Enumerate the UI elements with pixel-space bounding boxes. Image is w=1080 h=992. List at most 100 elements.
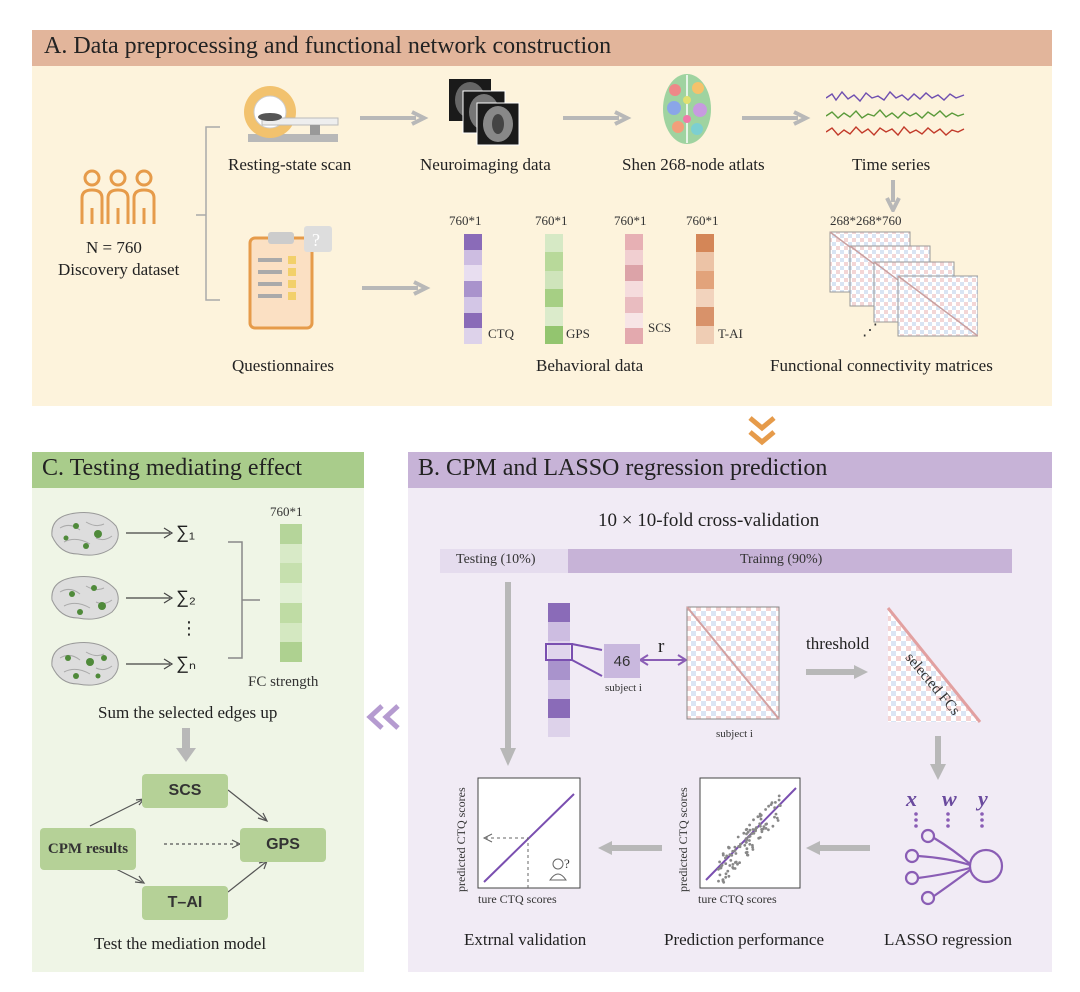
vec-gps: [545, 234, 563, 344]
scatter-point: [745, 847, 749, 851]
training-label: Trainng (90%): [740, 552, 823, 567]
scatter-point: [759, 813, 763, 817]
scatter-point: [748, 839, 751, 842]
scatter-point: [746, 830, 750, 834]
scatter-point: [724, 856, 727, 860]
scatter-point: [727, 845, 730, 849]
scatter-point: [718, 866, 722, 870]
testing-bar: [440, 549, 568, 573]
scatter-point: [739, 842, 742, 846]
scatter-point: [736, 835, 740, 839]
subject-label-1: subject i: [605, 682, 642, 694]
r-arrow: [640, 654, 688, 666]
test-mediation-label: Test the mediation model: [94, 934, 267, 953]
cpm-results-box: CPM results: [40, 828, 136, 870]
gps-box: GPS: [240, 828, 326, 862]
zoom-triangle: [545, 643, 603, 677]
arrow-testing-down: [500, 582, 516, 766]
scatter-point: [731, 866, 735, 869]
scatter-point: [748, 834, 752, 838]
scatter-point: [733, 861, 737, 864]
lasso-w: w: [942, 786, 957, 811]
vec-tai-name: T-AI: [718, 326, 743, 341]
fc-matrix-stack: [829, 231, 978, 337]
lasso-x: x: [906, 786, 917, 811]
scatter-point: [774, 801, 777, 804]
panel-c-header: [32, 452, 364, 488]
scatter-point: [776, 819, 780, 822]
scatter-point: [724, 875, 728, 879]
fc-strength-vector: [280, 524, 302, 663]
vec-tai-dims: 760*1: [686, 213, 719, 228]
sum-dots: ⋮: [180, 618, 198, 638]
atlas-brain-icon: [663, 74, 711, 144]
scatter-point: [742, 831, 746, 835]
mri-scanner-icon: [244, 86, 339, 142]
scatter-point: [726, 869, 730, 873]
arrow-fc-to-lasso: [930, 736, 946, 780]
scatter-point: [743, 843, 747, 847]
vec-gps-dims: 760*1: [535, 213, 568, 228]
scatter-point: [745, 850, 749, 854]
vec-ctq: [464, 234, 482, 345]
panel-b-header: [408, 452, 1052, 488]
scatter-point: [733, 845, 737, 849]
tai-box: T–AI: [142, 886, 228, 920]
scatter-point: [733, 867, 737, 870]
svg-text:?: ?: [312, 230, 320, 250]
time-series-label: Time series: [852, 155, 931, 174]
scatter-point: [718, 873, 722, 877]
cpm-results-label: CPM results: [47, 840, 129, 857]
scatter-point: [748, 842, 752, 846]
scatter-point: [759, 824, 762, 828]
ext-ylabel: predicted CTQ scores: [454, 787, 468, 892]
arrow-sum-2: [126, 592, 174, 604]
scatter-point: [729, 859, 733, 862]
scatter-point: [777, 794, 781, 798]
panel-a-title: A. Data preprocessing and functional net…: [44, 33, 612, 59]
scatter-point: [731, 863, 735, 866]
subject-label-2: subject i: [716, 728, 753, 740]
scatter-point: [748, 823, 751, 827]
ext-validation-label: Extrnal validation: [464, 930, 587, 949]
scatter-point: [756, 815, 760, 819]
scatter-point: [773, 806, 777, 810]
vec-ctq-name: CTQ: [488, 326, 514, 341]
pred-performance-label: Prediction performance: [664, 930, 825, 949]
brain-icon: [51, 512, 119, 556]
arrow-sum-n: [126, 658, 174, 670]
scatter-point: [767, 804, 770, 808]
scatter-point: [744, 837, 748, 841]
scatter-point: [764, 827, 768, 830]
scatter-point: [731, 849, 735, 853]
external-plot: [477, 777, 581, 889]
scatter-point: [734, 852, 738, 855]
sum-edges-label: Sum the selected edges up: [98, 703, 278, 722]
resting-scan-label: Resting-state scan: [228, 155, 352, 174]
scatter-point: [744, 840, 748, 844]
brain-icon: [51, 576, 119, 620]
arrow-neuro-to-atlas: [563, 110, 632, 126]
atlas-label: Shen 268-node atlats: [622, 155, 765, 174]
scs-box: SCS: [142, 774, 228, 808]
scatter-point: [721, 853, 725, 857]
sum-bracket: [228, 541, 260, 659]
scatter-point: [757, 836, 761, 840]
r-label: r: [658, 636, 665, 657]
arrow-pred-to-ext: [598, 841, 662, 855]
testing-label: Testing (10%): [456, 552, 536, 567]
scatter-point: [728, 853, 732, 857]
scatter-point: [769, 803, 773, 806]
scatter-point: [760, 830, 764, 834]
double-chevron-left-icon: [366, 704, 400, 730]
scatter-point: [761, 827, 765, 831]
scatter-point: [762, 825, 766, 828]
arrow-threshold: [806, 665, 868, 679]
scatter-point: [771, 824, 775, 828]
scatter-point: [778, 803, 781, 807]
scatter-point: [738, 861, 741, 864]
scatter-point: [738, 845, 742, 849]
scatter-point: [750, 832, 754, 835]
neuroimaging-label: Neuroimaging data: [420, 155, 551, 174]
clipboard-icon: ?: [248, 226, 332, 330]
